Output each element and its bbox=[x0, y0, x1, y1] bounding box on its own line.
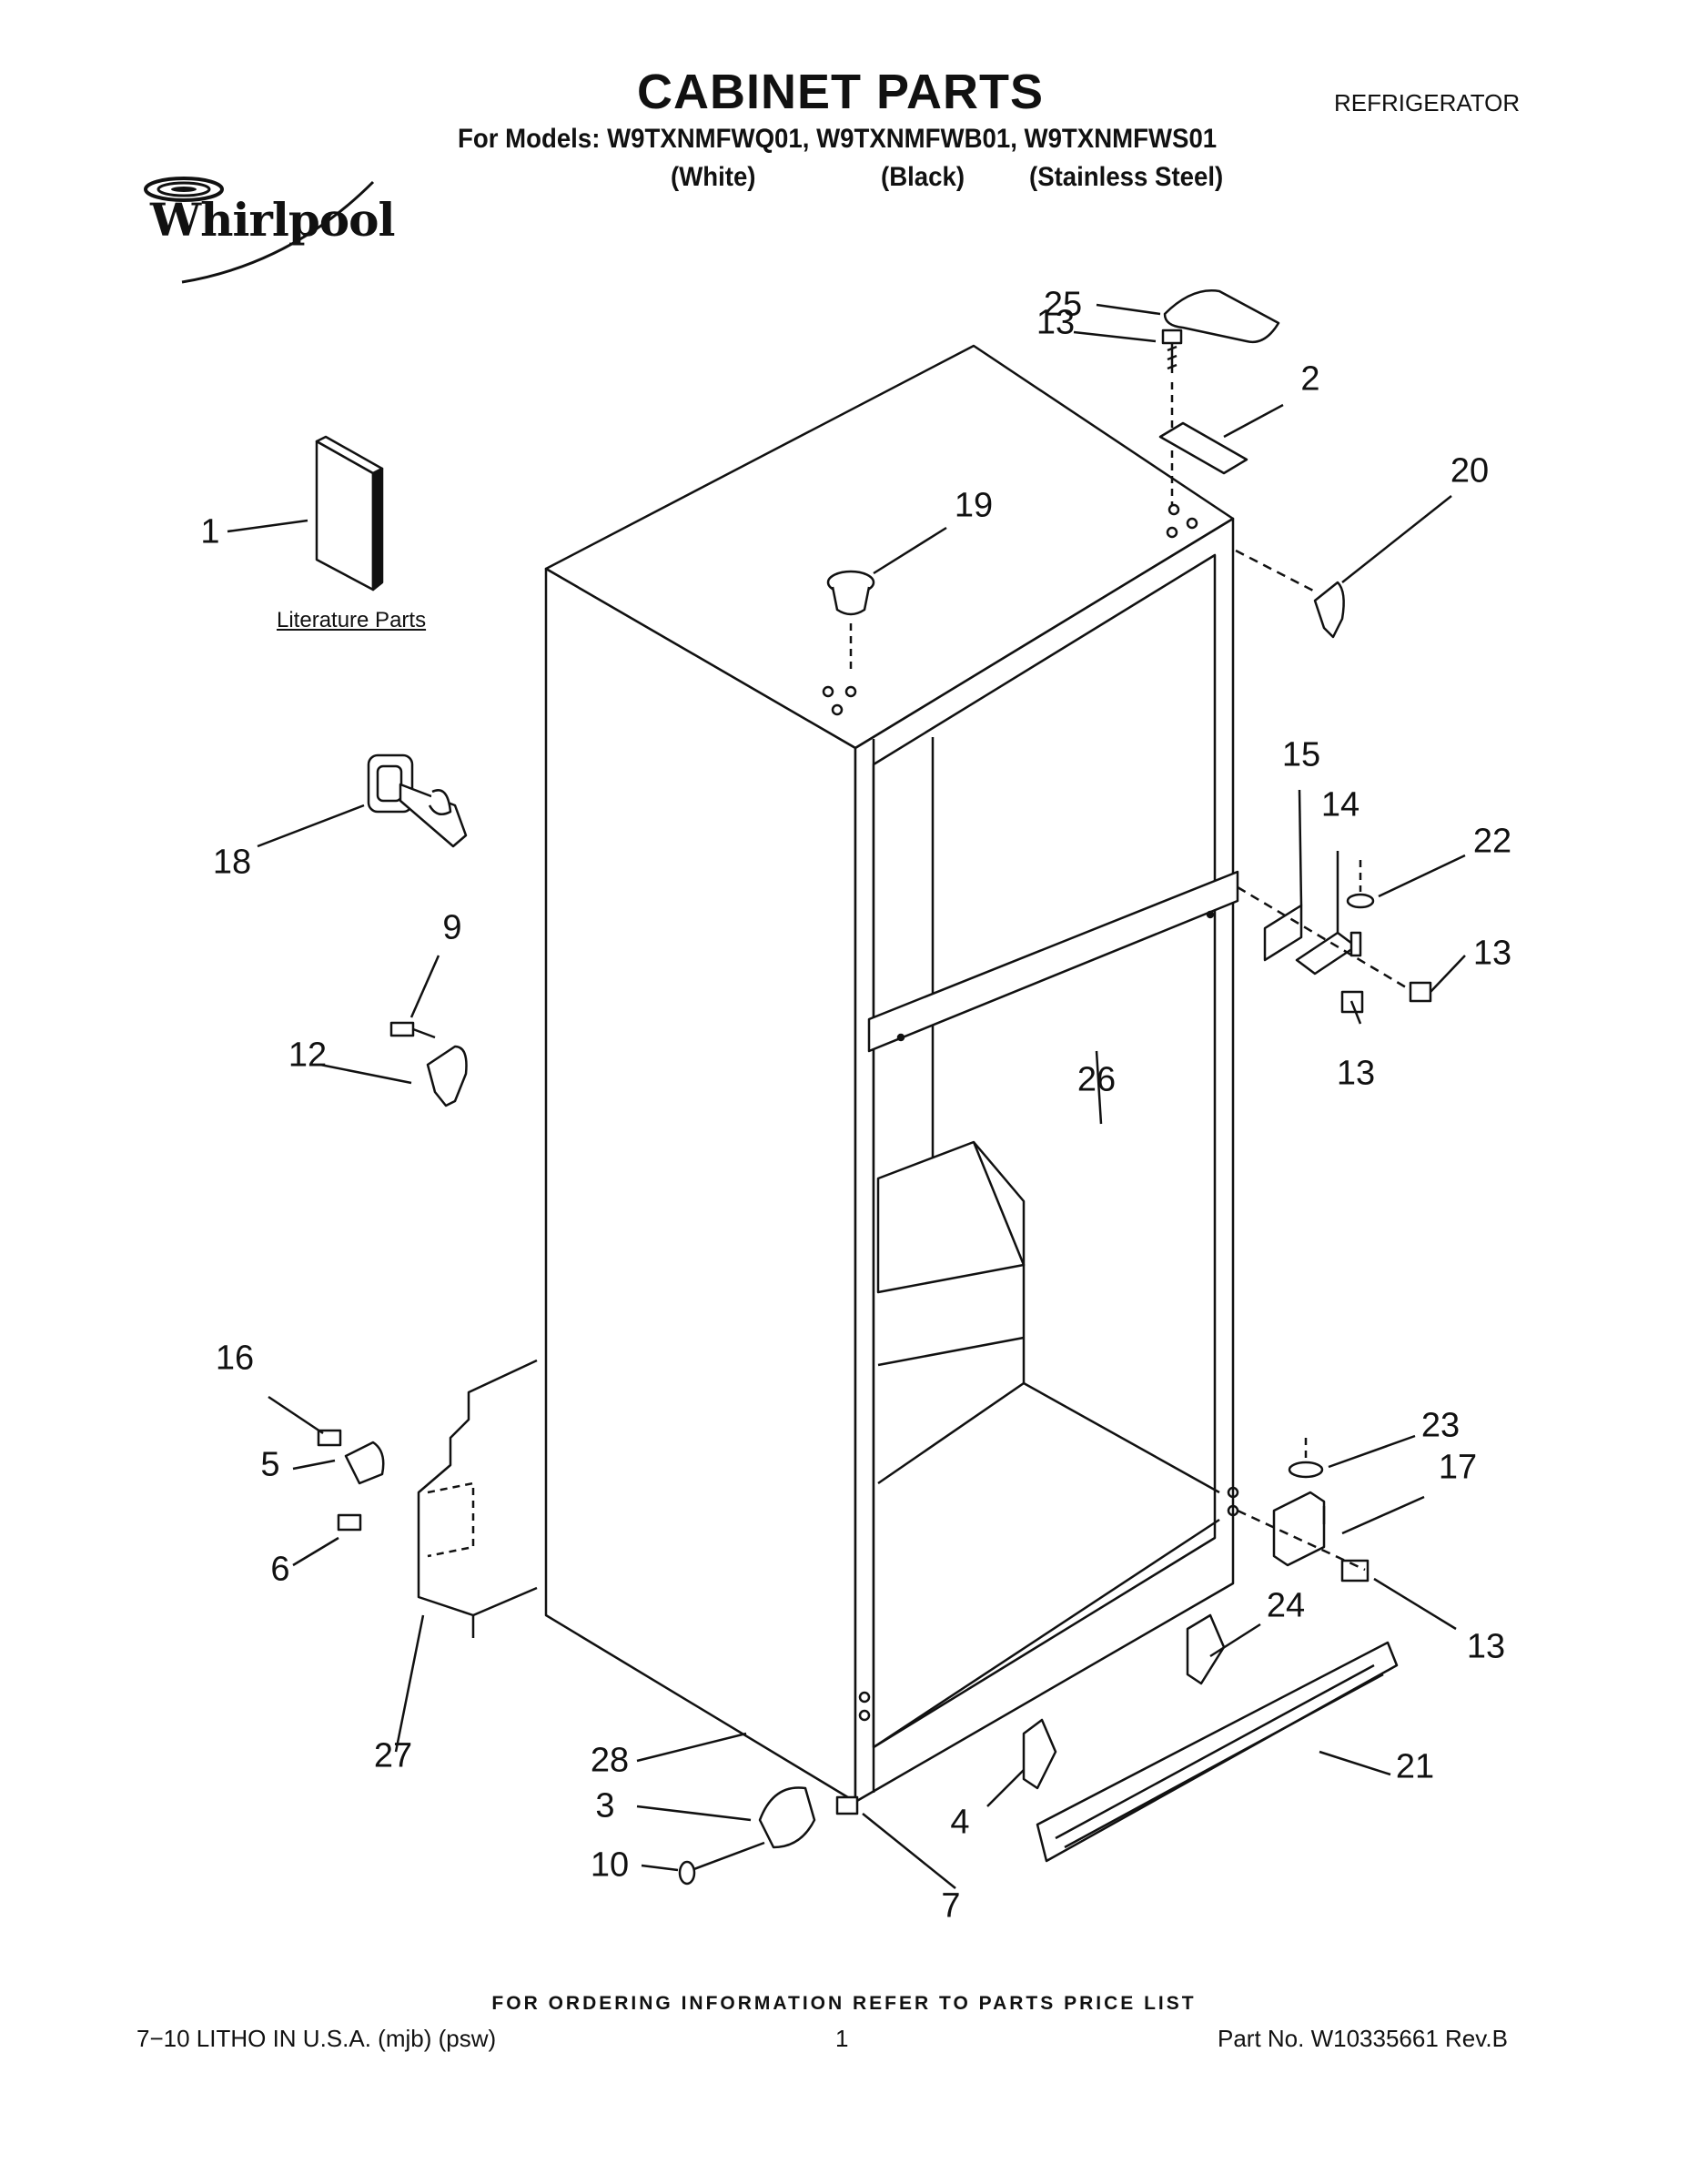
callout-6: 6 bbox=[270, 1550, 290, 1589]
variant-stainless: (Stainless Steel) bbox=[1029, 162, 1224, 192]
callout-3: 3 bbox=[595, 1786, 615, 1825]
callout-21: 21 bbox=[1395, 1747, 1435, 1786]
grille-clip-right bbox=[1186, 1613, 1226, 1685]
appliance-category: REFRIGERATOR bbox=[1334, 89, 1521, 116]
callout-1: 1 bbox=[200, 512, 220, 551]
ordering-note: FOR ORDERING INFORMATION REFER TO PARTS … bbox=[491, 1993, 1197, 2014]
literature-parts-label: Literature Parts bbox=[277, 608, 427, 632]
variant-white: (White) bbox=[671, 162, 756, 192]
callout-28: 28 bbox=[590, 1741, 630, 1780]
base-grille bbox=[1036, 1641, 1399, 1863]
callout-12: 12 bbox=[288, 1036, 328, 1075]
callout-4: 4 bbox=[950, 1803, 970, 1842]
grille-clip-left bbox=[1022, 1718, 1057, 1790]
document-part-number: Part No. W10335661 Rev.B bbox=[1218, 2025, 1508, 2052]
literature-parts-booklet bbox=[315, 435, 384, 592]
top-hinge bbox=[1158, 421, 1248, 475]
whirlpool-logo-text: Whirlpool bbox=[150, 193, 395, 247]
callout-13-mid-right: 13 bbox=[1472, 934, 1512, 973]
top-hinge-cover bbox=[1163, 289, 1280, 344]
leveling-leg bbox=[367, 753, 468, 848]
litho-line: 7−10 LITHO IN U.S.A. (mjb) (psw) bbox=[136, 2025, 497, 2052]
lower-left-hinge-assembly bbox=[317, 1359, 538, 1638]
callout-14: 14 bbox=[1320, 785, 1360, 824]
page-number: 1 bbox=[835, 2025, 849, 2052]
hinge-cover-clip bbox=[1313, 581, 1345, 639]
callout-10: 10 bbox=[590, 1845, 630, 1885]
callout-27: 27 bbox=[373, 1736, 413, 1775]
models-line: For Models: W9TXNMFWQ01, W9TXNMFWB01, W9… bbox=[458, 124, 1218, 154]
cabinet-body bbox=[544, 344, 1239, 1804]
callout-13-bottom: 13 bbox=[1466, 1627, 1506, 1666]
whirlpool-logo bbox=[144, 177, 375, 284]
callout-7: 7 bbox=[941, 1886, 961, 1926]
callout-leaders bbox=[227, 303, 1466, 1889]
top-hinge-screw bbox=[1161, 329, 1183, 373]
door-stop-bracket bbox=[389, 1021, 468, 1107]
callout-13-top: 13 bbox=[1036, 303, 1076, 342]
callout-9: 9 bbox=[442, 908, 462, 947]
variant-black: (Black) bbox=[881, 162, 965, 192]
center-hinge-assembly bbox=[1237, 860, 1432, 1014]
callout-25: 25 bbox=[1043, 285, 1083, 324]
callout-23: 23 bbox=[1420, 1406, 1461, 1445]
callout-2: 2 bbox=[1300, 359, 1320, 399]
callout-15: 15 bbox=[1281, 735, 1321, 774]
callout-19: 19 bbox=[954, 486, 994, 525]
bottom-hinge-assembly bbox=[1237, 1438, 1370, 1582]
callout-22: 22 bbox=[1472, 822, 1512, 861]
front-leveler-assembly bbox=[678, 1786, 859, 1886]
page-title: CABINET PARTS bbox=[637, 65, 1045, 119]
callout-26: 26 bbox=[1076, 1060, 1117, 1099]
callout-16: 16 bbox=[215, 1339, 255, 1378]
callout-5: 5 bbox=[260, 1445, 280, 1484]
callout-13-mid-lower: 13 bbox=[1336, 1054, 1376, 1093]
callout-24: 24 bbox=[1266, 1586, 1306, 1625]
callout-18: 18 bbox=[212, 843, 252, 882]
top-plug bbox=[826, 570, 875, 673]
callout-17: 17 bbox=[1438, 1448, 1478, 1487]
callout-20: 20 bbox=[1450, 451, 1490, 490]
